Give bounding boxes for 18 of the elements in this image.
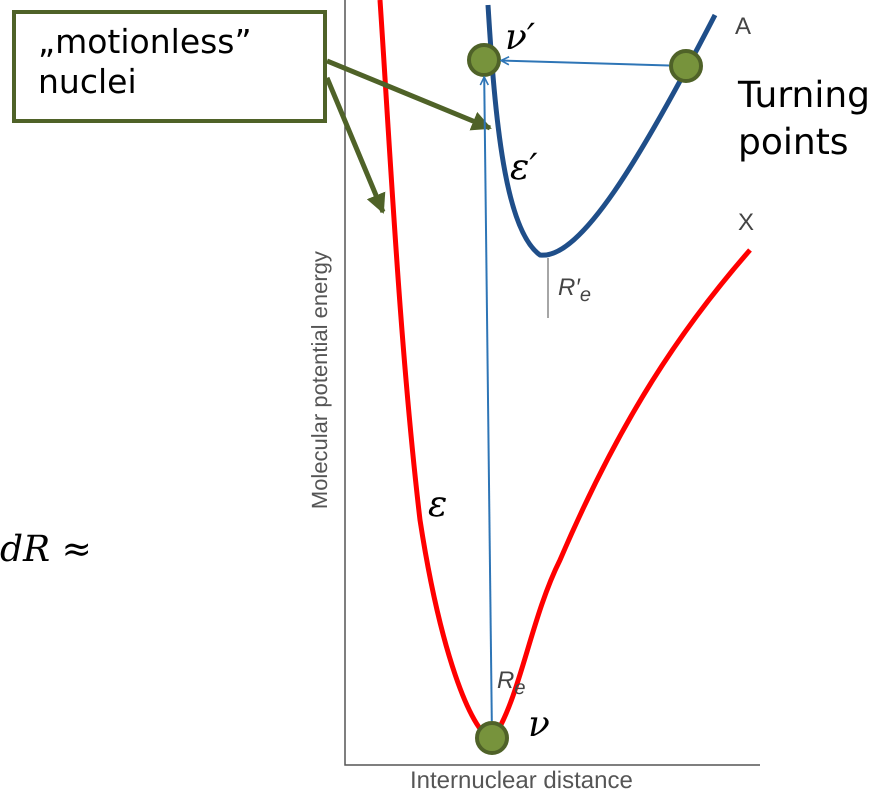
axis-title: Internuclear distance	[410, 768, 633, 794]
equation-fragment: dR ≈	[0, 530, 92, 570]
leader-line	[326, 58, 492, 130]
curve-label: A	[735, 14, 752, 40]
curve-label: X	[738, 210, 754, 236]
symbol-label: ε	[428, 485, 448, 525]
symbol-label: ν′	[505, 18, 536, 58]
turning-point-dot	[467, 43, 501, 77]
arrow	[480, 76, 493, 722]
axis-label: R′$_{e}$	[558, 275, 591, 306]
annotation-text: Turning points	[738, 74, 871, 165]
axis-title: Molecular potential energy	[308, 250, 332, 512]
turning-point-dot	[475, 721, 509, 755]
arrow	[500, 56, 670, 66]
symbol-label: ν	[528, 705, 550, 745]
symbol-label: ε′	[510, 148, 538, 188]
callout-box: „motionless” nuclei	[12, 10, 327, 123]
turning-point-dot	[669, 49, 703, 83]
